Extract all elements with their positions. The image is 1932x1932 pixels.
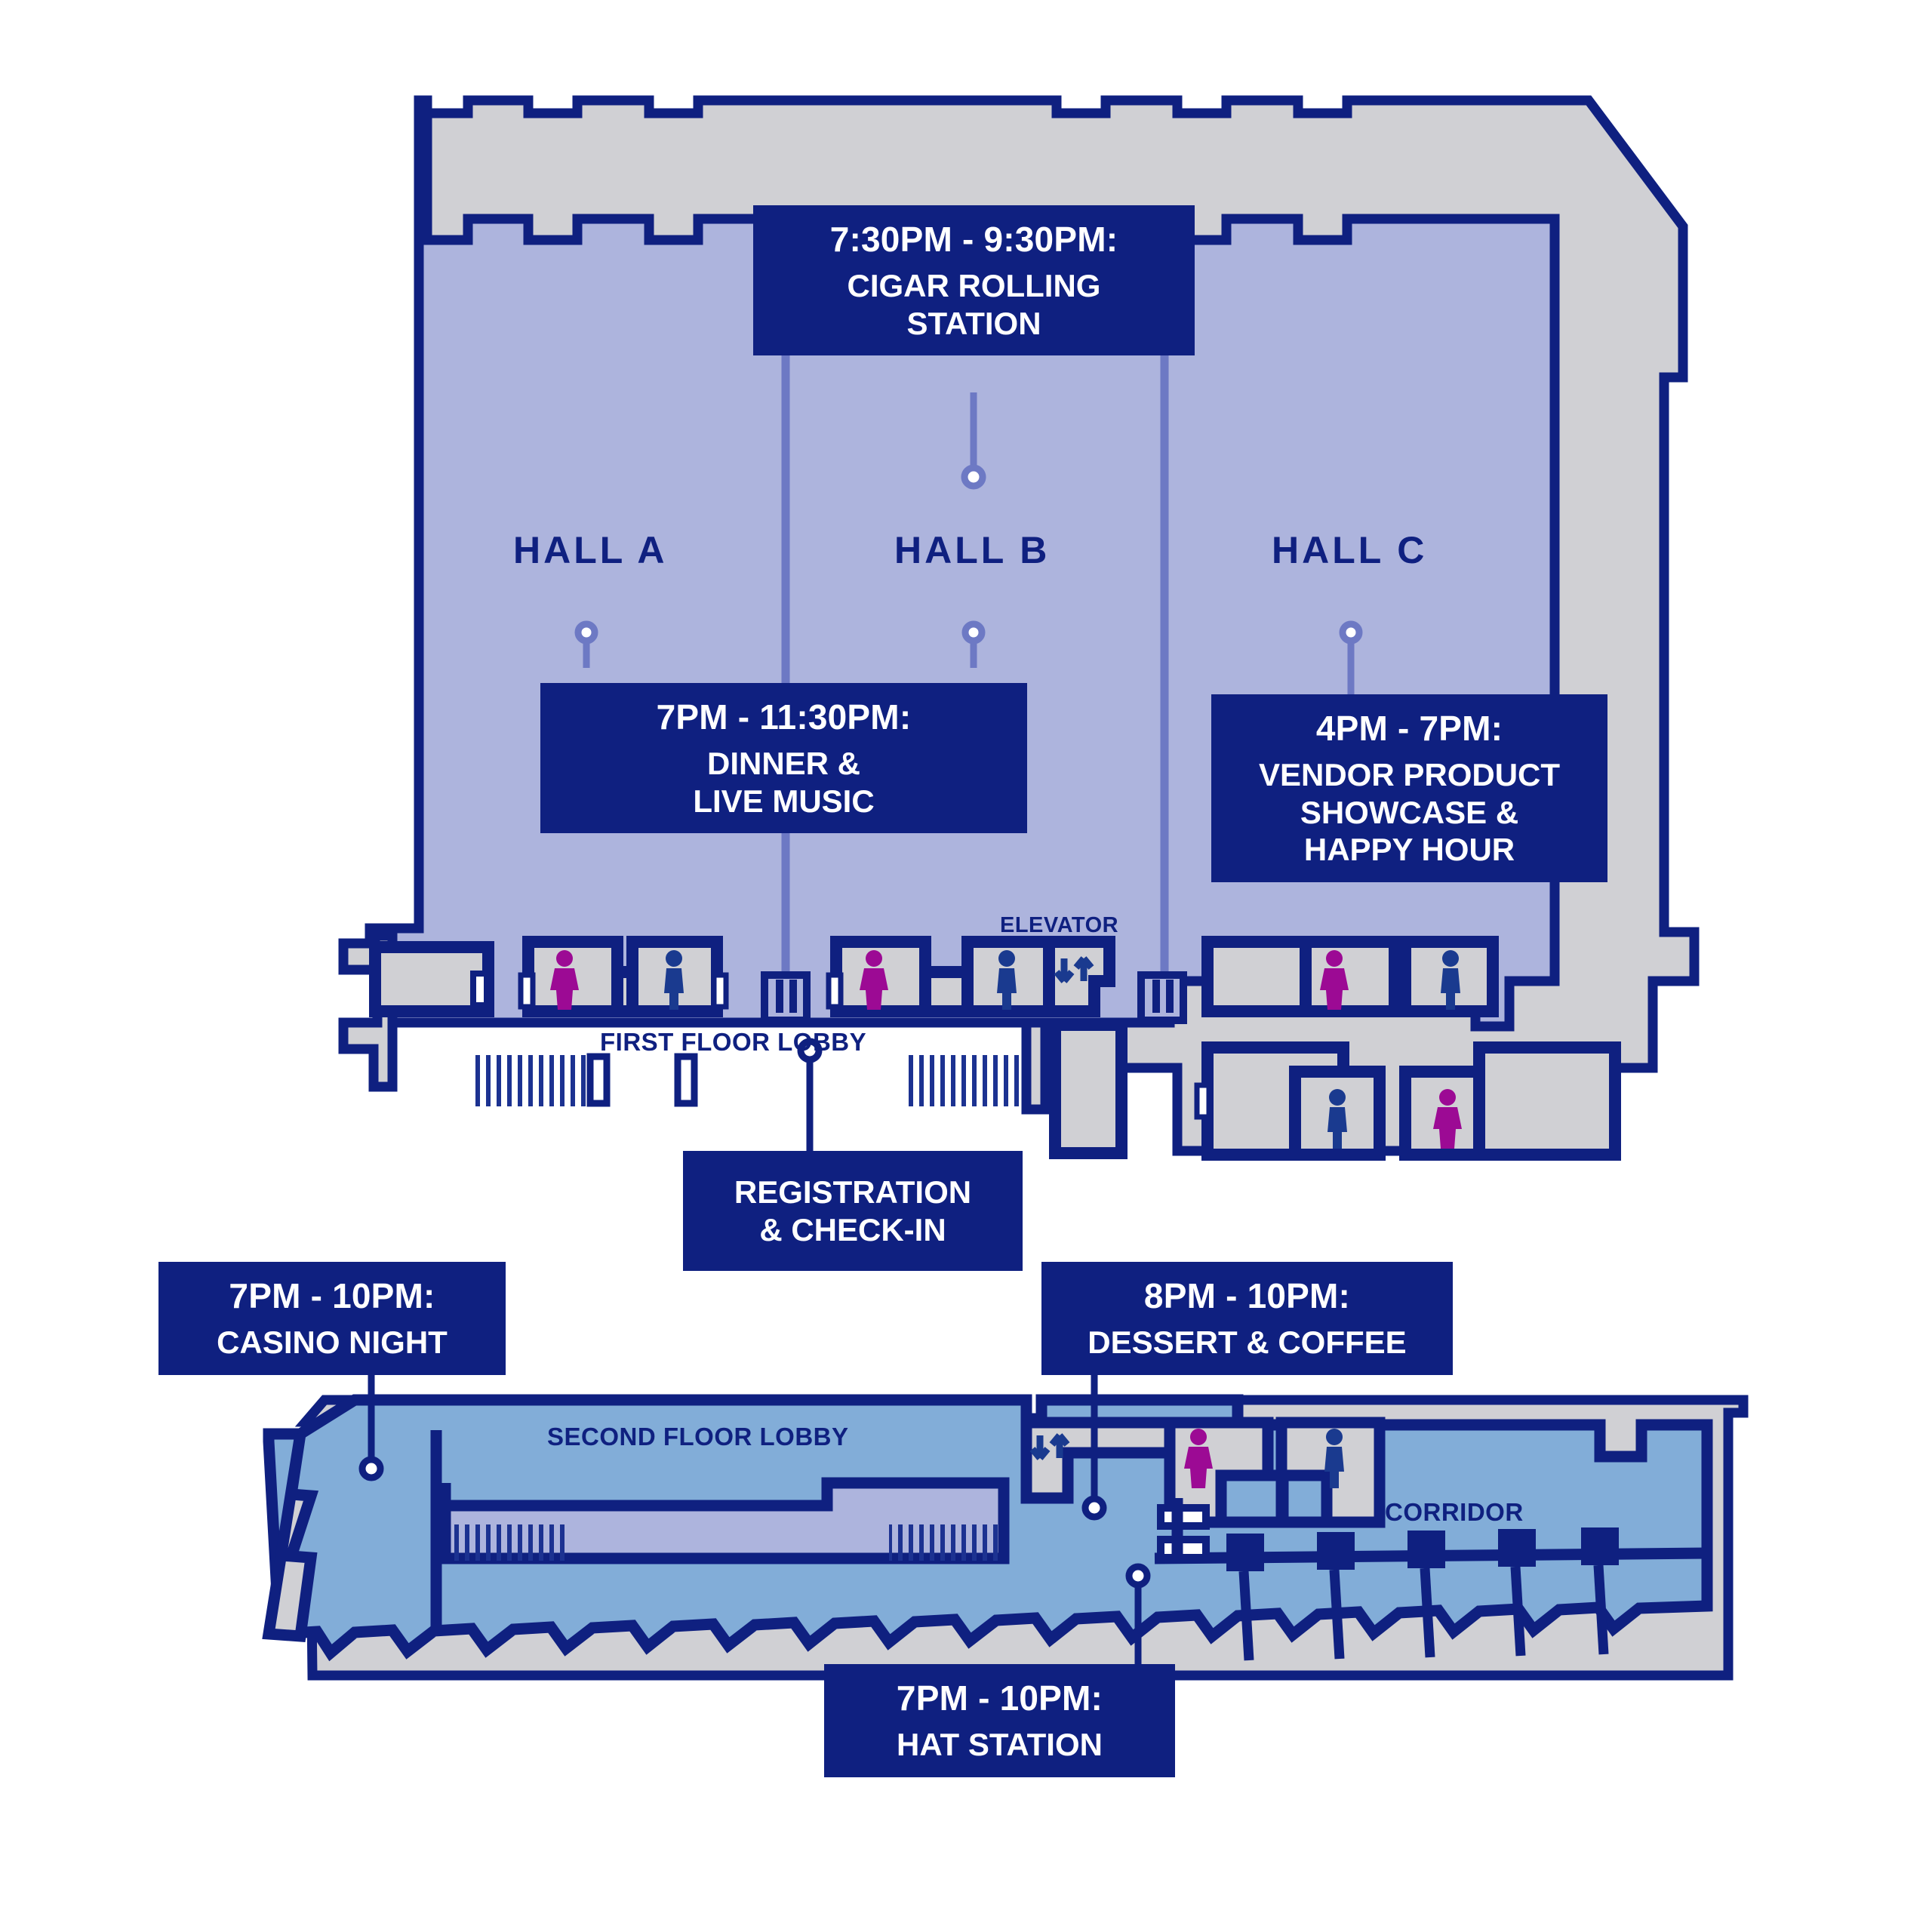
callout-time: 7PM - 11:30PM: <box>656 697 912 737</box>
hall-label-b: HALL B <box>894 529 1051 571</box>
first-floor-left-service-room <box>369 941 494 1017</box>
callout-desc: VENDOR PRODUCT SHOWCASE & HAPPY HOUR <box>1258 757 1561 868</box>
restroom-block-a <box>518 936 729 1017</box>
callout-desc: CIGAR ROLLING STATION <box>847 268 1101 341</box>
callout-dinner-live-music[interactable]: 7PM - 11:30PM: DINNER & LIVE MUSIC <box>540 683 1027 834</box>
leader-dot-vendor <box>1339 620 1363 645</box>
elevator-icon <box>1054 956 1094 983</box>
callout-hat-station[interactable]: 7PM - 10PM: HAT STATION <box>824 1664 1175 1777</box>
second-floor-plan <box>262 1394 1749 1681</box>
leader-dot-hat <box>1125 1563 1151 1589</box>
leader-dot-dinner <box>574 620 598 645</box>
leader-dot-cigar <box>961 464 986 490</box>
lobby-door-1 <box>586 1053 611 1107</box>
leader-dot-casino <box>358 1456 384 1481</box>
stair-marker-right <box>1137 971 1187 1024</box>
callout-time: 4PM - 7PM: <box>1315 709 1503 748</box>
callout-desc: CASINO NIGHT <box>217 1324 448 1361</box>
callout-desc: HAT STATION <box>897 1727 1103 1763</box>
second-floor-lobby-label: SECOND FLOOR LOBBY <box>547 1423 849 1451</box>
corridor-room-dividers <box>1226 1527 1619 1661</box>
corridor-door-b <box>1157 1536 1210 1561</box>
callout-registration[interactable]: REGISTRATION & CHECK-IN <box>683 1151 1023 1272</box>
lobby-hatch-left <box>469 1055 586 1106</box>
leader-dot-hallb <box>961 620 986 645</box>
callout-vendor-showcase[interactable]: 4PM - 7PM: VENDOR PRODUCT SHOWCASE & HAP… <box>1211 694 1607 882</box>
elevator-label: ELEVATOR <box>1000 913 1119 937</box>
callout-time: 7:30PM - 9:30PM: <box>829 220 1118 259</box>
restroom-block-c <box>1201 936 1499 1017</box>
first-floor-right-service-room <box>1049 1019 1128 1159</box>
lobby-hatch-right <box>906 1055 1023 1106</box>
corridor-door-a <box>1157 1504 1210 1530</box>
restroom-block-d <box>1194 1041 1621 1161</box>
callout-time: 7PM - 10PM: <box>229 1276 435 1315</box>
callout-leaders <box>358 392 1363 1664</box>
left-service-door <box>470 971 490 1008</box>
callout-casino-night[interactable]: 7PM - 10PM: CASINO NIGHT <box>158 1262 506 1375</box>
leader-dot-registration <box>797 1038 823 1063</box>
second-lobby-hatch-left <box>451 1524 566 1561</box>
callout-desc: DESSERT & COFFEE <box>1088 1324 1407 1361</box>
hall-label-c: HALL C <box>1272 529 1428 571</box>
leader-dot-dessert <box>1081 1495 1107 1521</box>
first-floor-lobby-label: FIRST FLOOR LOBBY <box>600 1028 867 1056</box>
second-floor-left-wedge <box>262 1432 319 1642</box>
hall-label-a: HALL A <box>513 529 668 571</box>
corridor-label: CORRIDOR <box>1385 1498 1524 1526</box>
callout-dessert-coffee[interactable]: 8PM - 10PM: DESSERT & COFFEE <box>1041 1262 1453 1375</box>
elevator-icon <box>1029 1433 1070 1460</box>
callout-desc: DINNER & LIVE MUSIC <box>693 746 875 819</box>
callout-time: 8PM - 10PM: <box>1143 1276 1351 1315</box>
callout-desc: REGISTRATION & CHECK-IN <box>734 1174 972 1247</box>
stair-marker-left <box>761 971 811 1024</box>
callout-cigar-rolling[interactable]: 7:30PM - 9:30PM: CIGAR ROLLING STATION <box>753 205 1195 356</box>
restroom-block-b <box>826 936 1115 1017</box>
callout-time: 7PM - 10PM: <box>896 1678 1103 1718</box>
lobby-door-2 <box>674 1053 698 1107</box>
second-lobby-hatch-right <box>889 1524 1004 1561</box>
